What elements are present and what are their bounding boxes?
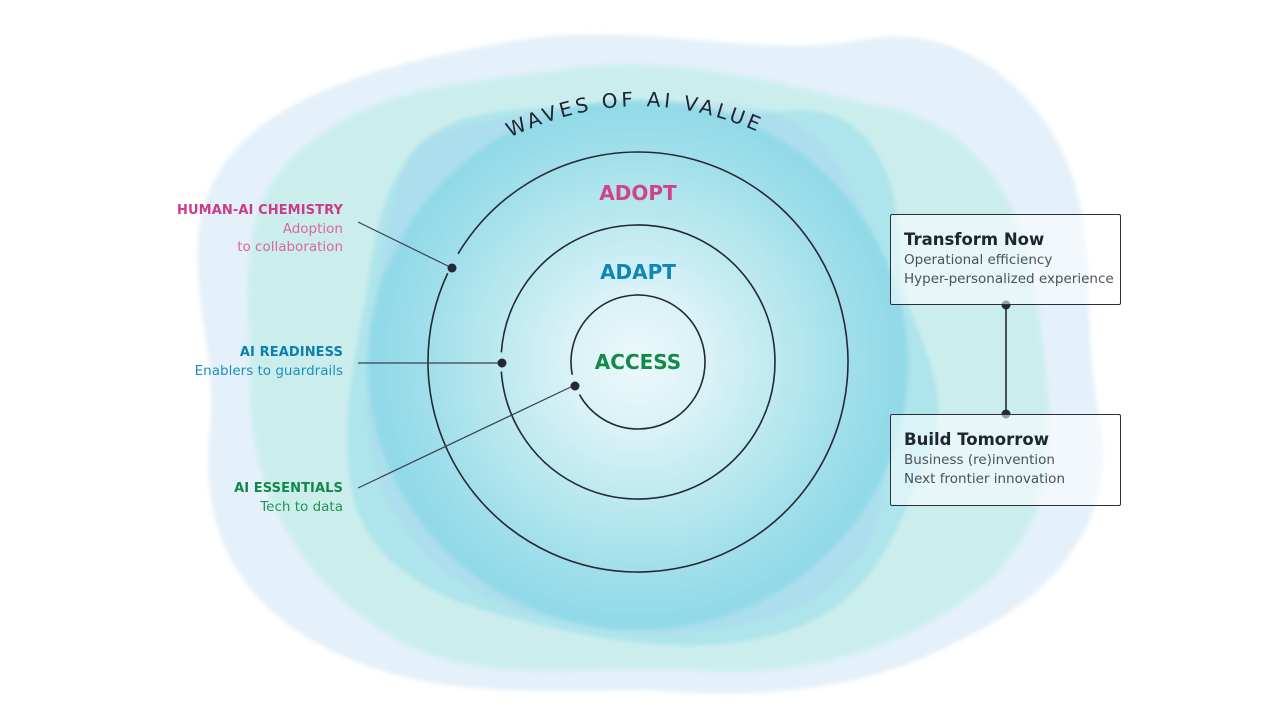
box-transform-now: Transform Now Operational efficiency Hyp… (890, 214, 1121, 305)
box-title: Transform Now (904, 230, 1045, 249)
callout-desc-line: Enablers to guardrails (194, 363, 343, 379)
box-line: Hyper-personalized experience (904, 271, 1114, 287)
box-build-tomorrow: Build Tomorrow Business (re)invention Ne… (890, 414, 1121, 506)
ring-inner-access (570, 294, 706, 430)
callout-title: HUMAN-AI CHEMISTRY (177, 203, 343, 218)
callout-title: AI ESSENTIALS (234, 481, 343, 496)
callout-desc-line: to collaboration (237, 239, 343, 255)
box-title: Build Tomorrow (904, 430, 1049, 449)
callout-desc-line: Tech to data (260, 499, 343, 515)
box-line: Business (re)invention (904, 452, 1055, 468)
wave-core (368, 100, 908, 630)
callout-ai-essentials: AI ESSENTIALS Tech to data (234, 480, 343, 516)
ring-middle-adapt (500, 224, 776, 500)
box-line: Next frontier innovation (904, 471, 1065, 487)
callout-ai-readiness: AI READINESS Enablers to guardrails (195, 344, 343, 380)
ring-label-adopt: ADOPT (599, 181, 677, 205)
callout-desc-line: Adoption (282, 221, 343, 237)
leader-line-essentials (357, 384, 576, 489)
callout-title: AI READINESS (239, 345, 343, 360)
box-line: Operational efficiency (904, 252, 1053, 268)
dot-human-ai (447, 263, 457, 273)
callout-human-ai-chemistry: HUMAN-AI CHEMISTRY Adoption to collabora… (177, 202, 343, 256)
dot-essentials (570, 381, 580, 391)
ring-label-access: ACCESS (595, 350, 681, 374)
leader-line-human-ai (357, 221, 453, 269)
ring-label-adapt: ADAPT (600, 260, 676, 284)
dot-readiness (497, 358, 507, 368)
ring-outer-adopt (427, 151, 849, 573)
